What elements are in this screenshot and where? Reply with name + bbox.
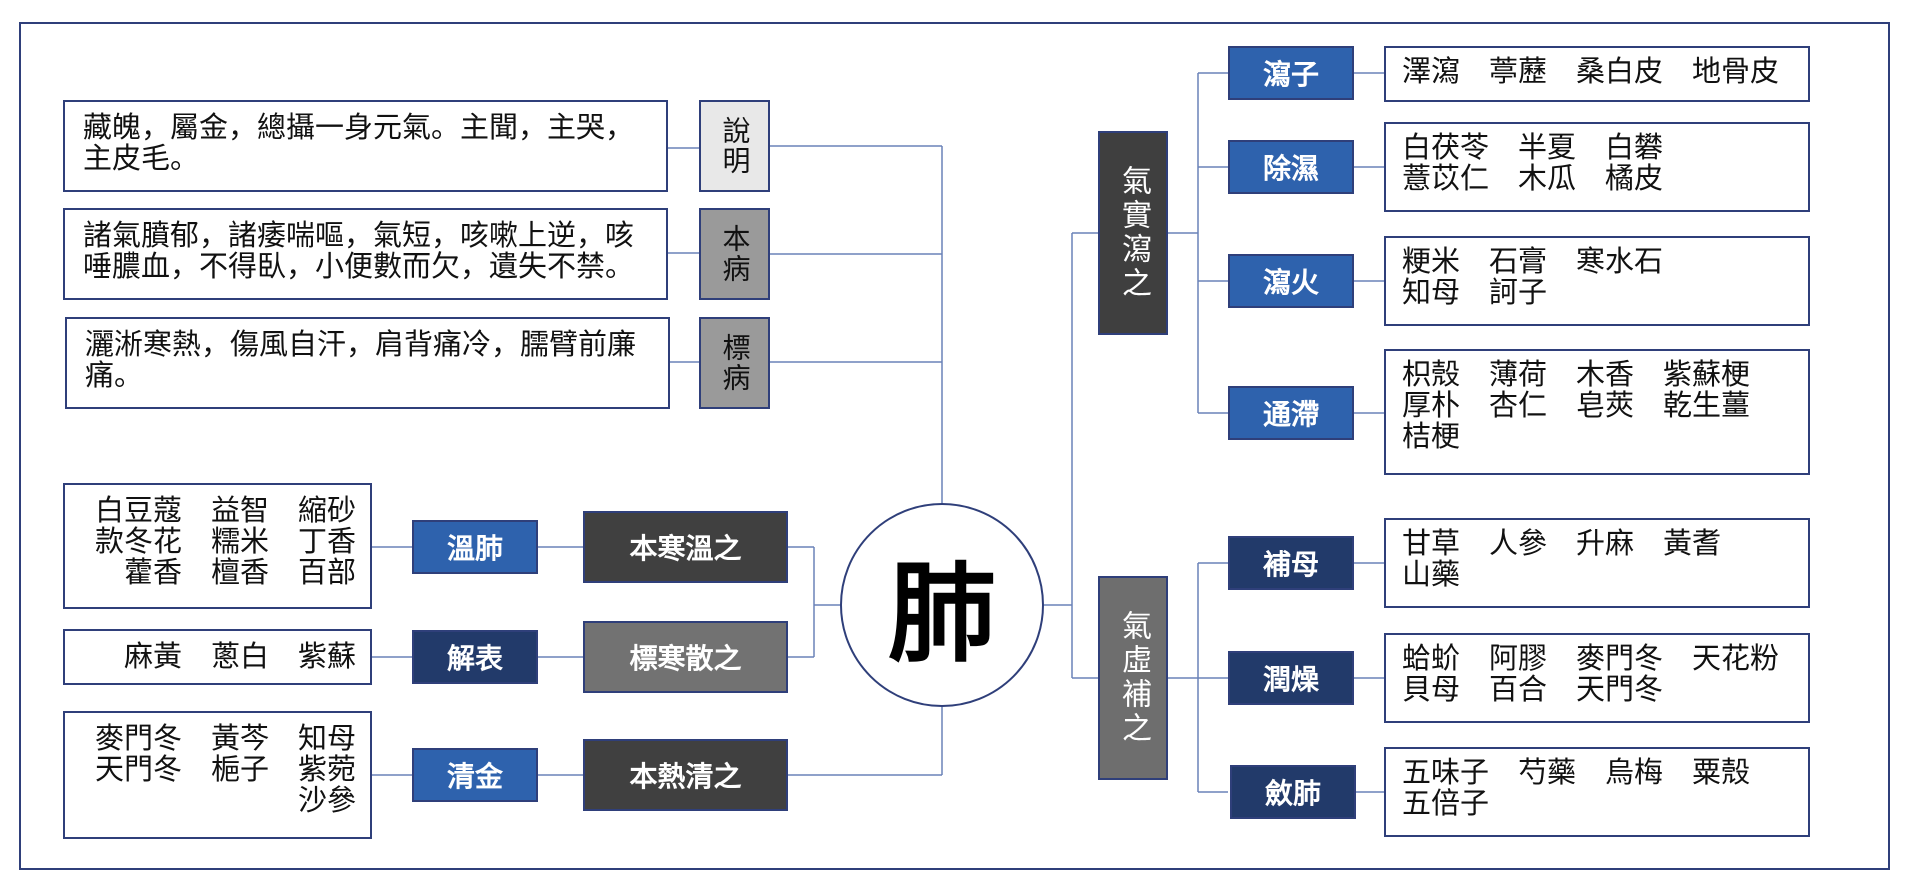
root-disease-text: 諸氣膹郁，諸痿喘嘔，氣短，咳嗽上逆，咳 唾膿血，不得臥，小便數而欠，遺失不禁。 [63,208,668,300]
warm-lung-tag: 溫肺 [412,520,538,574]
root-cold-method: 本寒溫之 [583,511,788,583]
drain-fire-herbs: 粳米 石膏 寒水石 知母 訶子 [1384,236,1810,326]
branch-disease-label: 標病 [699,317,770,409]
tonify-mother-herbs: 甘草 人參 升麻 黃耆 山藥 [1384,518,1810,608]
drain-child-tag: 瀉子 [1228,46,1354,100]
drain-child-herbs: 澤瀉 葶藶 桑白皮 地骨皮 [1384,46,1810,102]
diagram-frame [19,22,1890,870]
branch-disease-text: 灑淅寒熱，傷風自汗，肩背痛冷，臑臂前廉 痛。 [65,317,670,409]
lung-center-node: 肺 [840,503,1044,707]
unblock-stagnation-tag: 通滯 [1228,386,1354,440]
clear-metal-herbs: 麥門冬 黃芩 知母 天門冬 梔子 紫菀 沙參 [63,711,372,839]
dispel-damp-herbs: 白茯苓 半夏 白礬 薏苡仁 木瓜 橘皮 [1384,122,1810,212]
astringe-lung-tag: 斂肺 [1230,765,1356,819]
root-disease-label: 本病 [699,208,770,300]
drain-fire-tag: 瀉火 [1228,254,1354,308]
unblock-stagnation-herbs: 枳殼 薄荷 木香 紫蘇梗 厚朴 杏仁 皂莢 乾生薑 桔梗 [1384,349,1810,475]
root-heat-method: 本熱清之 [583,739,788,811]
moisten-dryness-herbs: 蛤蚧 阿膠 麥門冬 天花粉 貝母 百合 天門冬 [1384,633,1810,723]
deficiency-label: 氣虛補之 [1098,576,1168,780]
moisten-dryness-tag: 潤燥 [1228,651,1354,705]
branch-cold-method: 標寒散之 [583,621,788,693]
release-exterior-tag: 解表 [412,630,538,684]
description-text: 藏魄，屬金，總攝一身元氣。主聞，主哭， 主皮毛。 [63,100,668,192]
dispel-damp-tag: 除濕 [1228,140,1354,194]
tonify-mother-tag: 補母 [1228,536,1354,590]
warm-lung-herbs: 白豆蔻 益智 縮砂 款冬花 糯米 丁香 藿香 檀香 百部 [63,483,372,609]
clear-metal-tag: 清金 [412,748,538,802]
release-exterior-herbs: 麻黃 蔥白 紫蘇 [63,629,372,685]
astringe-lung-herbs: 五味子 芍藥 烏梅 粟殼 五倍子 [1384,747,1810,837]
excess-label: 氣實瀉之 [1098,131,1168,335]
description-label: 說明 [699,100,770,192]
